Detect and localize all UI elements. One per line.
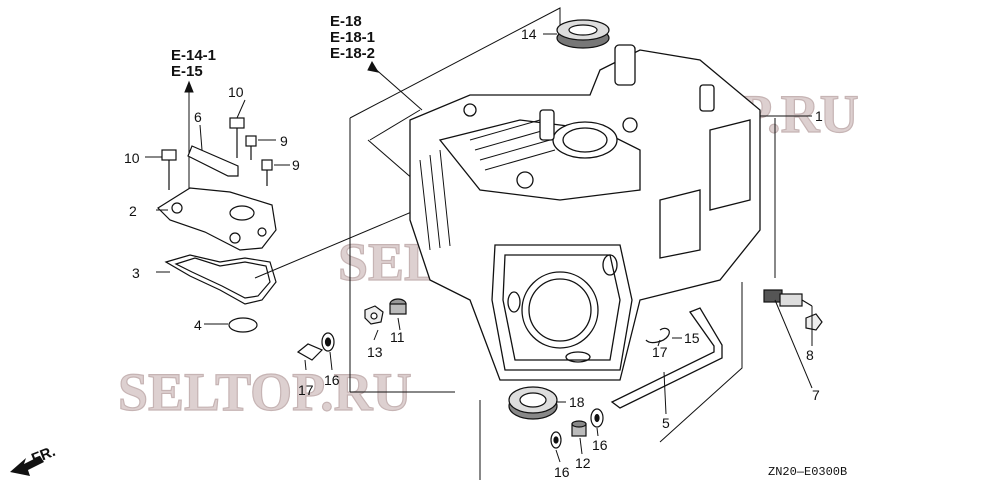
callout-15: 15 — [684, 330, 700, 346]
callout-14: 14 — [521, 26, 537, 42]
bolts — [161, 117, 273, 190]
oil-seal — [556, 19, 610, 49]
callout-5: 5 — [662, 415, 670, 431]
callout-4: 4 — [194, 317, 202, 333]
front-direction-arrow: FR. — [10, 443, 58, 476]
callout-17: 17 — [652, 344, 668, 360]
reference-label: E-14-1 — [171, 47, 216, 64]
callout-9: 9 — [280, 133, 288, 149]
reference-group-left: E-14-1 E-15 — [171, 47, 216, 80]
reference-label: E-15 — [171, 63, 203, 80]
callout-6: 6 — [194, 109, 202, 125]
callout-16: 16 — [592, 437, 608, 453]
bottom-fittings — [550, 408, 604, 449]
callout-7: 7 — [812, 387, 820, 403]
callout-1: 1 — [815, 108, 823, 124]
reference-label: E-18 — [330, 13, 362, 30]
bearing — [508, 386, 558, 420]
callout-2: 2 — [129, 203, 137, 219]
callout-3: 3 — [132, 265, 140, 281]
leader-lines — [145, 33, 813, 463]
plug — [228, 317, 258, 333]
washer-clip-left — [296, 332, 335, 361]
callout-11: 11 — [390, 329, 405, 345]
diagram-code: ZN20—E0300B — [768, 465, 847, 479]
callout-18: 18 — [569, 394, 585, 410]
reference-label: E-18-2 — [330, 45, 375, 62]
callout-16: 16 — [554, 464, 570, 480]
callout-13: 13 — [367, 344, 383, 360]
small-fittings-left — [364, 298, 407, 325]
direction-label: FR. — [29, 443, 58, 468]
gasket — [164, 254, 277, 305]
callout-12: 12 — [575, 455, 591, 471]
callout-9: 9 — [292, 157, 300, 173]
callout-10: 10 — [228, 84, 244, 100]
breather-pipe — [610, 307, 723, 409]
cylinder-block — [409, 44, 761, 381]
callout-17: 17 — [298, 382, 314, 398]
oil-sensor — [763, 289, 823, 331]
breather-cover — [157, 187, 277, 251]
reference-label: E-18-1 — [330, 29, 375, 46]
reed-valve — [187, 145, 239, 177]
callout-8: 8 — [806, 347, 814, 363]
reference-arrows — [184, 60, 423, 200]
reference-group-upper: E-18 E-18-1 E-18-2 — [330, 13, 375, 62]
callouts: 1 2 3 4 5 6 7 8 9 9 10 10 11 12 13 14 15… — [124, 26, 823, 480]
callout-10: 10 — [124, 150, 140, 166]
callout-16: 16 — [324, 372, 340, 388]
